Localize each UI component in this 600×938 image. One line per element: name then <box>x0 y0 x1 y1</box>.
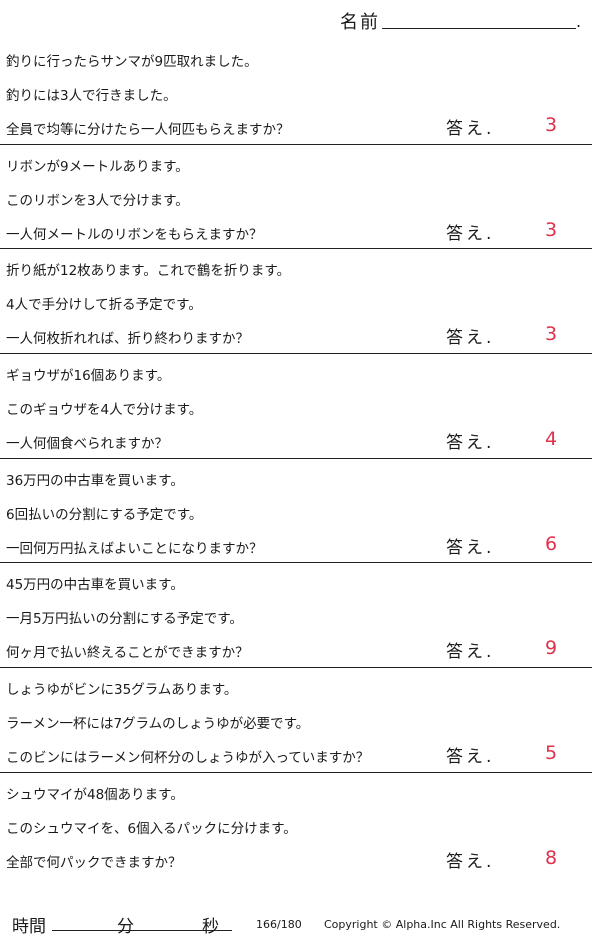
problem-5: 36万円の中古車を買います。 6回払いの分割にする予定です。 一回何万円払えばよ… <box>0 459 592 564</box>
problem-text: 釣りに行ったらサンマが9匹取れました。 <box>6 54 258 70</box>
answer-value: 8 <box>545 846 558 869</box>
answer-label: 答え. <box>446 851 495 872</box>
problem-2: リボンが9メートルあります。 このリボンを3人で分けます。 一人何メートルのリボ… <box>0 145 592 250</box>
problem-3: 折り紙が12枚あります。これで鶴を折ります。 4人で手分けして折る予定です。 一… <box>0 249 592 355</box>
copyright: Copyright © Alpha.Inc All Rights Reserve… <box>324 918 561 931</box>
problem-text: 一月5万円払いの分割にする予定です。 <box>6 611 243 628</box>
problem-question: 一人何メートルのリボンをもらえますか？ <box>6 226 263 243</box>
problem-text: このギョウザを4人で分けます。 <box>6 402 203 419</box>
problem-text: 4人で手分けして折る予定です。 <box>6 297 202 314</box>
footer: 時間 分 秒 166/180 Copyright © Alpha.Inc All… <box>12 912 592 937</box>
answer-label: 答え. <box>446 433 495 454</box>
problem-question: このビンにはラーメン何杯分のしょうゆが入っていますか？ <box>6 750 370 767</box>
answer-value: 5 <box>545 742 558 765</box>
answer-label: 答え. <box>446 328 495 349</box>
answer-label: 答え. <box>446 747 495 768</box>
name-suffix: . <box>576 12 582 31</box>
problem-question: 一人何個食べられますか？ <box>6 436 168 453</box>
problem-text: 釣りには3人で行きました。 <box>6 88 177 104</box>
problem-question: 全員で均等に分けたら一人何匹もらえますか？ <box>6 122 290 138</box>
page-number: 166/180 <box>256 918 302 931</box>
problem-text: このリボンを3人で分けます。 <box>6 192 189 209</box>
problem-4: ギョウザが16個あります。 このギョウザを4人で分けます。 一人何個食べられます… <box>0 354 592 459</box>
problem-question: 全部で何パックできますか？ <box>6 854 182 871</box>
answer-value: 9 <box>545 637 558 660</box>
answer-label: 答え. <box>446 537 495 558</box>
problem-7: しょうゆがビンに35グラムあります。 ラーメン一杯には7グラムのしょうゆが必要で… <box>0 668 592 773</box>
time-label: 時間 <box>12 917 46 937</box>
problem-question: 一人何枚折れれば、折り終わりますか？ <box>6 331 249 348</box>
problem-text: このシュウマイを、6個入るパックに分けます。 <box>6 820 297 837</box>
problem-text: 45万円の中古車を買います。 <box>6 577 184 594</box>
problem-text: ラーメン一杯には7グラムのしょうゆが必要です。 <box>6 716 310 733</box>
problem-text: 36万円の中古車を買います。 <box>6 472 184 489</box>
problem-text: 6回払いの分割にする予定です。 <box>6 506 203 523</box>
answer-value: 3 <box>545 218 558 241</box>
problem-8: シュウマイが48個あります。 このシュウマイを、6個入るパックに分けます。 全部… <box>0 773 592 877</box>
problem-6: 45万円の中古車を買います。 一月5万円払いの分割にする予定です。 何ヶ月で払い… <box>0 563 592 669</box>
name-label: 名前 <box>340 12 380 33</box>
problem-text: シュウマイが48個あります。 <box>6 786 184 803</box>
answer-value: 6 <box>545 532 558 555</box>
seconds-label: 秒 <box>202 917 219 937</box>
answer-label: 答え. <box>446 642 495 663</box>
answer-value: 4 <box>545 428 558 451</box>
answer-label: 答え. <box>446 223 495 244</box>
problem-question: 何ヶ月で払い終えることができますか？ <box>6 645 249 662</box>
time-underline[interactable] <box>52 930 232 931</box>
problem-text: ギョウザが16個あります。 <box>6 368 171 385</box>
name-underline[interactable] <box>382 28 576 29</box>
name-field[interactable]: 名前 . <box>340 8 585 33</box>
problem-list: 釣りに行ったらサンマが9匹取れました。 釣りには3人で行きました。 全員で均等に… <box>0 40 592 877</box>
answer-value: 3 <box>545 323 558 346</box>
problem-question: 一回何万円払えばよいことになりますか？ <box>6 540 263 557</box>
problem-text: リボンが9メートルあります。 <box>6 158 189 175</box>
problem-text: 折り紙が12枚あります。これで鶴を折ります。 <box>6 263 291 280</box>
problem-1: 釣りに行ったらサンマが9匹取れました。 釣りには3人で行きました。 全員で均等に… <box>0 40 592 145</box>
answer-label: 答え. <box>446 119 495 139</box>
answer-value: 3 <box>545 114 558 136</box>
problem-text: しょうゆがビンに35グラムあります。 <box>6 682 238 699</box>
minutes-label: 分 <box>117 917 134 937</box>
